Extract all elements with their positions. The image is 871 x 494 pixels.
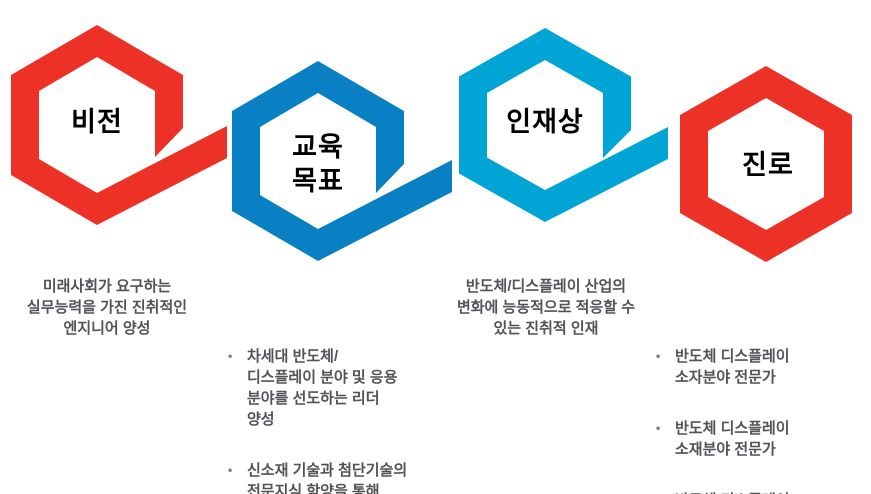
career-bullet-1: • 반도체 디스플레이 소자분야 전문가	[656, 346, 861, 388]
bullet-dot-icon: •	[656, 349, 661, 363]
edu-goals-bullet-2: • 신소재 기술과 첨단기술의 전문지식 함양을 통해 지역산업 발전에 공헌하…	[228, 460, 440, 494]
vision-description: 미래사회가 요구하는 실무능력을 가진 진취적인 엔지니어 양성	[26, 278, 188, 337]
edu-goals-bullet-1-text: 차세대 반도체/ 디스플레이 분야 및 응용 분야를 선도하는 리더 양성	[247, 348, 398, 428]
hexagon-edu-goals-label: 교육 목표	[292, 132, 344, 196]
bullet-dot-icon: •	[228, 463, 233, 477]
hexagon-career-label: 진로	[742, 150, 794, 180]
bullet-dot-icon: •	[656, 490, 675, 494]
edu-goals-description: • 차세대 반도체/ 디스플레이 분야 및 응용 분야를 선도하는 리더 양성 …	[228, 325, 440, 494]
hexagon-vision-label: 비전	[71, 107, 123, 137]
bullet-dot-icon: •	[228, 349, 233, 363]
career-bullet-3-text: 반도체 디스플레이 공정·장비분야 전문가	[675, 490, 861, 494]
edu-goals-bullet-2-text: 신소재 기술과 첨단기술의 전문지식 함양을 통해 지역산업 발전에 공헌하는 …	[247, 462, 408, 494]
career-description: • 반도체 디스플레이 소자분야 전문가 • 반도체 디스플레이 소재분야 전문…	[656, 325, 861, 494]
hexagon-talent-label: 인재상	[506, 107, 584, 137]
career-bullet-2-text: 반도체 디스플레이 소재분야 전문가	[675, 420, 790, 458]
edu-goals-bullet-1: • 차세대 반도체/ 디스플레이 분야 및 응용 분야를 선도하는 리더 양성	[228, 346, 440, 430]
career-bullet-2: • 반도체 디스플레이 소재분야 전문가	[656, 418, 861, 460]
hexagon-vision-shape	[11, 25, 227, 225]
hex-chain-graphic	[11, 25, 852, 262]
career-bullet-3: • 반도체 디스플레이 공정·장비분야 전문가	[656, 490, 861, 494]
hexagon-edu-goals-shape	[232, 61, 452, 261]
hexagon-career-shape	[680, 66, 852, 262]
talent-description: 반도체/디스플레이 산업의 변화에 능동적으로 적응할 수 있는 진취적 인재	[456, 278, 636, 337]
bullet-dot-icon: •	[656, 421, 661, 435]
hexagon-talent-shape	[459, 28, 668, 222]
career-bullet-1-text: 반도체 디스플레이 소자분야 전문가	[675, 348, 790, 386]
